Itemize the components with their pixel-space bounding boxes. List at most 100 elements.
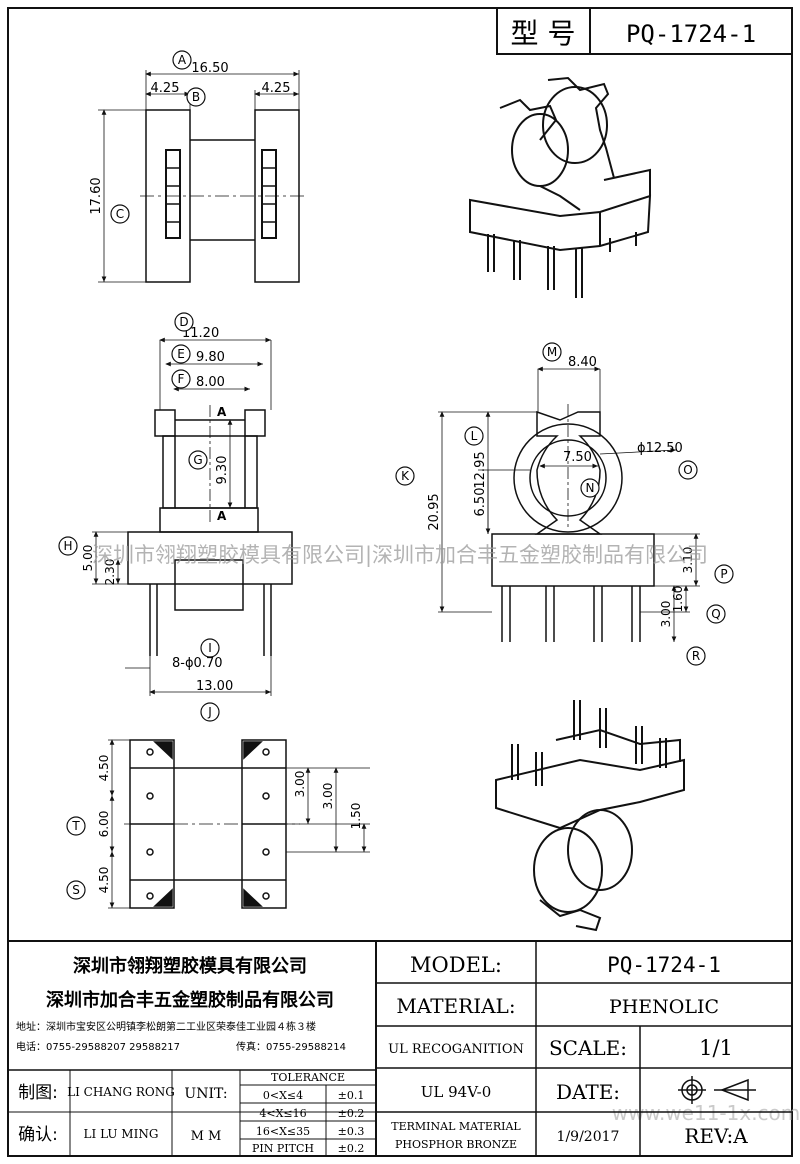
dim-v2-value: 3.00 xyxy=(321,783,335,810)
dim-r-value: 3.00 xyxy=(659,601,673,628)
sheet-border xyxy=(7,7,793,1157)
dim-p-value: 3.10 xyxy=(681,547,695,574)
callout-letters: A B C D E F G H I J K L M N O P Q R S T xyxy=(63,53,727,897)
title-block xyxy=(8,940,792,1156)
callout-i: I xyxy=(208,641,212,655)
callout-n: N xyxy=(586,481,595,495)
top-view xyxy=(98,70,306,283)
model-label: MODEL: xyxy=(410,953,502,977)
isometric-view-top xyxy=(469,76,652,298)
dim-m-value: 8.40 xyxy=(568,355,597,370)
material-label: MATERIAL: xyxy=(396,994,515,1018)
dim-j-value: 13.00 xyxy=(196,679,233,694)
dim-l-bottom-value: 6.50 xyxy=(473,488,488,517)
tolerance-value-4: ±0.2 xyxy=(338,1142,365,1155)
tolerance-value-2: ±0.2 xyxy=(338,1107,365,1120)
dim-c-value: 17.60 xyxy=(89,177,104,214)
callout-j: J xyxy=(207,705,212,719)
dim-t1-value: 4.50 xyxy=(97,755,111,782)
company-name-2: 深圳市加合丰五金塑胶制品有限公司 xyxy=(46,989,334,1011)
checked-by-name: LI LU MING xyxy=(84,1127,159,1141)
callout-c: C xyxy=(116,207,124,221)
unit-value: M M xyxy=(191,1129,222,1144)
callout-e: E xyxy=(177,347,185,361)
front-view xyxy=(92,337,293,696)
model-value: PQ-1724-1 xyxy=(607,953,721,977)
callout-r: R xyxy=(692,649,700,663)
dim-b2-value: 4.25 xyxy=(262,81,291,96)
company-fax: 传真：0755-29588214 xyxy=(236,1040,346,1053)
dim-o-value: ϕ12.50 xyxy=(637,441,683,456)
dim-a-value: 16.50 xyxy=(191,61,228,76)
callout-d: D xyxy=(179,315,188,329)
dim-k-value: 20.95 xyxy=(427,493,442,530)
date-label: DATE: xyxy=(556,1080,620,1104)
callout-g: G xyxy=(193,453,202,467)
section-mark-bottom: A xyxy=(217,509,227,523)
dim-t3-value: 4.50 xyxy=(97,867,111,894)
dim-d-value: 11.20 xyxy=(182,326,219,341)
ul-rating-value: UL 94V-0 xyxy=(421,1083,492,1101)
callout-o: O xyxy=(683,463,692,477)
callout-s: S xyxy=(72,883,80,897)
callout-m: M xyxy=(547,345,557,359)
tolerance-range-2: 4<X≤16 xyxy=(259,1107,306,1120)
dim-h2-value: 2.30 xyxy=(103,559,117,586)
callout-t: T xyxy=(71,819,80,833)
unit-label: UNIT: xyxy=(184,1086,227,1102)
dim-h1-value: 5.00 xyxy=(81,545,95,572)
date-value: 1/9/2017 xyxy=(557,1129,620,1145)
watermark-site: www.we11-1x.com xyxy=(612,1101,800,1125)
watermark-text: 深圳市翎翔塑胶模具有限公司|深圳市加合丰五金塑胶制品有限公司 xyxy=(92,543,708,568)
header-model-value: PQ-1724-1 xyxy=(626,20,756,48)
isometric-view-bottom xyxy=(495,700,685,932)
dim-v1-value: 3.00 xyxy=(293,771,307,798)
tolerance-header: TOLERANCE xyxy=(271,1071,345,1084)
drawn-by-label: 制图: xyxy=(18,1083,58,1103)
tolerance-value-1: ±0.1 xyxy=(338,1089,365,1102)
scale-label: SCALE: xyxy=(549,1036,627,1060)
dim-e-value: 9.80 xyxy=(196,350,225,365)
dim-v3-value: 1.50 xyxy=(349,803,363,830)
dim-n-value: 7.50 xyxy=(563,450,592,465)
dim-g-value: 9.30 xyxy=(215,456,230,485)
callout-k: K xyxy=(401,469,410,483)
dim-f-value: 8.00 xyxy=(196,375,225,390)
callout-f: F xyxy=(178,372,185,386)
scale-value: 1/1 xyxy=(699,1036,733,1060)
dim-t2-value: 6.00 xyxy=(97,811,111,838)
projection-symbol-icon xyxy=(678,1076,756,1104)
company-phone: 电话：0755-29588207 29588217 xyxy=(16,1040,180,1053)
callout-l: L xyxy=(471,429,478,443)
callout-p: P xyxy=(720,567,727,581)
drawn-by-name: LI CHANG RONG xyxy=(67,1085,175,1099)
terminal-material-value: PHOSPHOR BRONZE xyxy=(395,1138,517,1151)
tolerance-range-3: 16<X≤35 xyxy=(256,1125,310,1138)
tolerance-range-4: PIN PITCH xyxy=(252,1142,314,1155)
revision-label: REV:A xyxy=(684,1124,748,1148)
checked-by-label: 确认: xyxy=(18,1125,58,1145)
bottom-view xyxy=(108,739,370,909)
company-address: 地址：深圳市宝安区公明镇李松朗第二工业区荣泰佳工业园４栋３楼 xyxy=(16,1020,316,1033)
tolerance-value-3: ±0.3 xyxy=(338,1125,365,1138)
terminal-material-label: TERMINAL MATERIAL xyxy=(391,1120,521,1133)
header-model-box: 型 号 PQ-1724-1 xyxy=(496,7,793,55)
dim-i-value: 8-ϕ0.70 xyxy=(172,656,222,671)
callout-q: Q xyxy=(711,607,720,621)
tolerance-range-1: 0<X≤4 xyxy=(263,1089,303,1102)
callout-circles xyxy=(58,50,734,900)
callout-a: A xyxy=(178,53,187,67)
ul-recognition-label: UL RECOGANITION xyxy=(388,1042,524,1057)
header-model-label: 型 号 xyxy=(511,17,576,50)
material-value: PHENOLIC xyxy=(609,996,719,1018)
dim-l-value: 12.95 xyxy=(473,451,488,488)
dim-b-value: 4.25 xyxy=(151,81,180,96)
callout-b: B xyxy=(192,90,200,104)
side-view xyxy=(438,366,700,642)
company-name-1: 深圳市翎翔塑胶模具有限公司 xyxy=(73,955,307,977)
dim-q-value: 1.60 xyxy=(671,586,685,613)
section-mark-top: A xyxy=(217,405,227,419)
callout-h: H xyxy=(63,539,72,553)
